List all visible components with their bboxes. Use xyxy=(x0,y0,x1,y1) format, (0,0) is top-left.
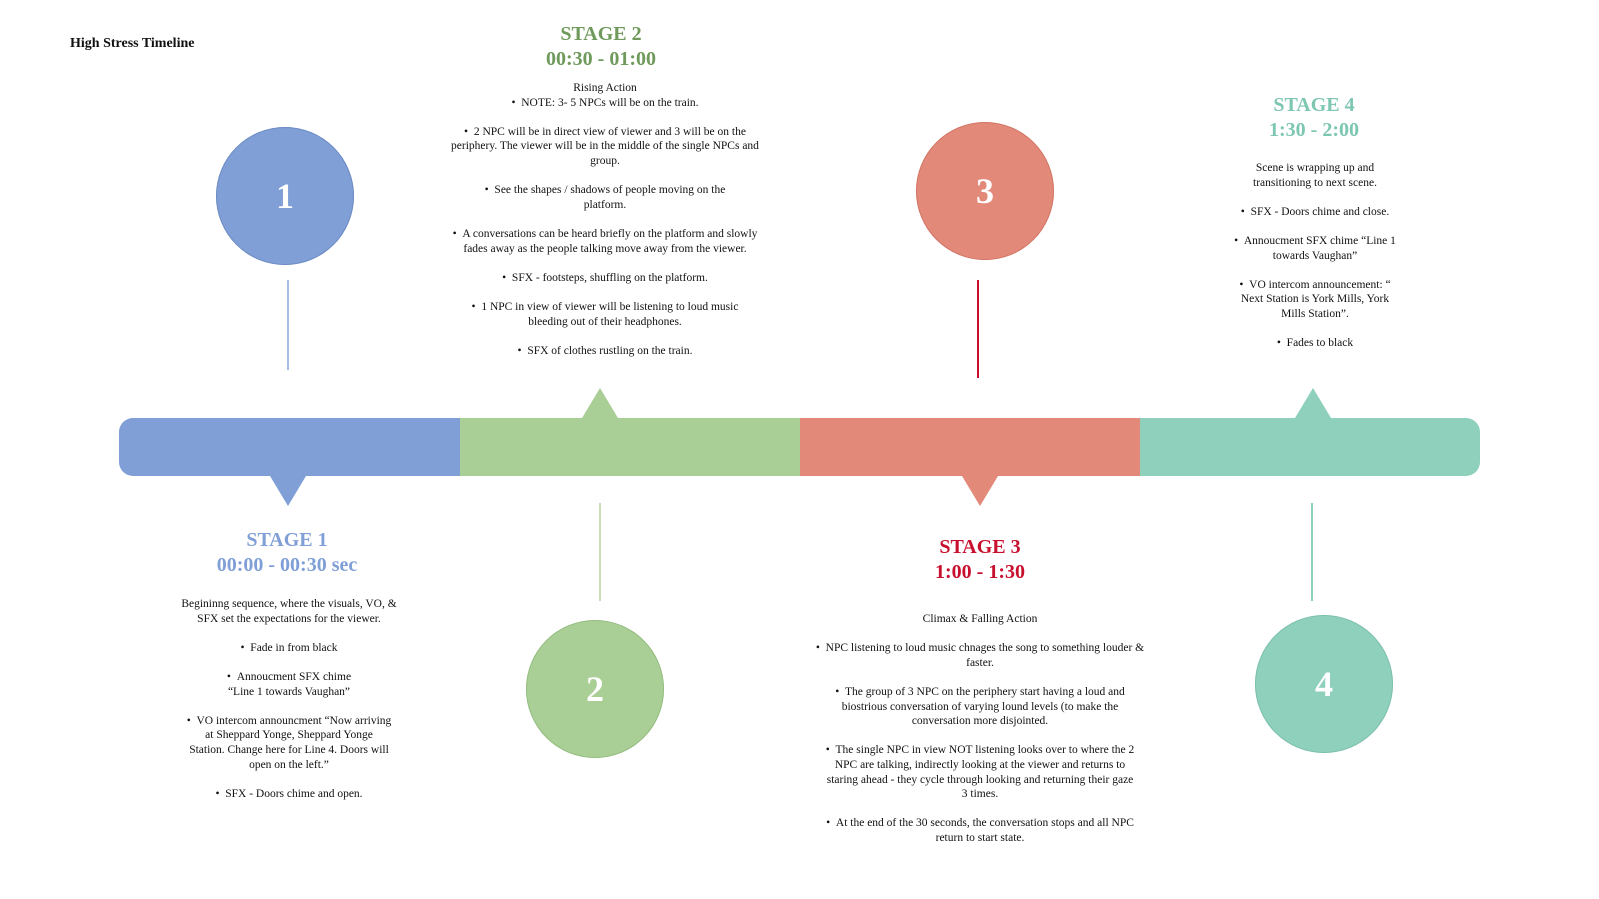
stage-2-bullet: 1 NPC in view of viewer will be listenin… xyxy=(446,300,764,329)
stage-1-bullet: VO intercom announcment “Now arriving at… xyxy=(180,714,398,772)
stage-3-heading: STAGE 3 1:00 - 1:30 xyxy=(880,535,1080,585)
stage-2-time: 00:30 - 01:00 xyxy=(546,48,656,70)
stage-3-pointer xyxy=(962,476,998,506)
stage-4-bullet: VO intercom announcement: “ Next Station… xyxy=(1222,278,1408,322)
stage-1-bullet: Fade in from black xyxy=(180,641,398,656)
stage-4-intro: Scene is wrapping up and transitioning t… xyxy=(1253,162,1377,189)
timeline-segment-3 xyxy=(800,418,1140,476)
timeline-segment-1 xyxy=(119,418,460,476)
stage-1-bullet: Annoucment SFX chime “Line 1 towards Vau… xyxy=(180,670,398,699)
timeline-segment-4 xyxy=(1140,418,1480,476)
stage-2-pointer xyxy=(582,388,618,418)
page-title: High Stress Timeline xyxy=(70,36,195,51)
stage-4-bullet: SFX - Doors chime and close. xyxy=(1222,205,1408,220)
stage-4-bullet: Fades to black xyxy=(1222,336,1408,351)
stage-2-bullet: SFX - footsteps, shuffling on the platfo… xyxy=(446,271,764,286)
stage-1-title: STAGE 1 xyxy=(246,529,328,551)
stage-2-bullet: See the shapes / shadows of people movin… xyxy=(446,183,764,212)
timeline-segment-2 xyxy=(460,418,800,476)
stage-4-heading: STAGE 4 1:30 - 2:00 xyxy=(1214,93,1414,143)
stage-2-intro: Rising Action xyxy=(573,82,637,94)
stage-3-number: 3 xyxy=(976,171,994,211)
stage-3-connector xyxy=(977,280,979,378)
stage-4-bullet: Annoucment SFX chime “Line 1 towards Vau… xyxy=(1222,234,1408,263)
stage-4-pointer xyxy=(1295,388,1331,418)
stage-4-body: Scene is wrapping up and transitioning t… xyxy=(1222,161,1408,351)
stage-3-time: 1:00 - 1:30 xyxy=(935,561,1025,583)
stage-4-number: 4 xyxy=(1315,664,1333,704)
stage-2-heading: STAGE 2 00:30 - 01:00 xyxy=(491,22,711,72)
stage-1-number: 1 xyxy=(276,176,294,216)
stage-1-intro: Begininng sequence, where the visuals, V… xyxy=(181,598,397,625)
stage-2-connector xyxy=(599,503,601,601)
stage-1-body: Begininng sequence, where the visuals, V… xyxy=(180,597,398,801)
stage-2-bullet: 2 NPC will be in direct view of viewer a… xyxy=(446,125,764,169)
stage-3-bullet: The group of 3 NPC on the periphery star… xyxy=(815,685,1145,729)
stage-3-circle: 3 xyxy=(916,122,1054,260)
stage-3-bullet: The single NPC in view NOT listening loo… xyxy=(815,743,1145,801)
stage-2-body: Rising Action NOTE: 3- 5 NPCs will be on… xyxy=(446,81,764,358)
stage-1-connector xyxy=(287,280,289,370)
stage-1-pointer xyxy=(270,476,306,506)
stage-3-bullet: NPC listening to loud music chnages the … xyxy=(815,641,1145,670)
stage-3-intro: Climax & Falling Action xyxy=(922,613,1038,625)
stage-1-heading: STAGE 1 00:00 - 00:30 sec xyxy=(187,528,387,578)
stage-2-title: STAGE 2 xyxy=(560,23,642,45)
stage-2-bullet: NOTE: 3- 5 NPCs will be on the train. xyxy=(446,96,764,111)
stage-4-title: STAGE 4 xyxy=(1273,94,1355,116)
stage-2-bullet: SFX of clothes rustling on the train. xyxy=(446,344,764,359)
stage-2-number: 2 xyxy=(586,669,604,709)
stage-4-time: 1:30 - 2:00 xyxy=(1269,119,1359,141)
stage-1-time: 00:00 - 00:30 sec xyxy=(216,554,358,576)
stage-2-bullet: A conversations can be heard briefly on … xyxy=(446,227,764,256)
stage-3-title: STAGE 3 xyxy=(939,536,1021,558)
stage-4-connector xyxy=(1311,503,1313,601)
stage-3-body: Climax & Falling Action NPC listening to… xyxy=(815,612,1145,846)
stage-1-bullet: SFX - Doors chime and open. xyxy=(180,787,398,802)
stage-1-circle: 1 xyxy=(216,127,354,265)
stage-3-bullet: At the end of the 30 seconds, the conver… xyxy=(815,816,1145,845)
stage-4-circle: 4 xyxy=(1255,615,1393,753)
stage-2-circle: 2 xyxy=(526,620,664,758)
